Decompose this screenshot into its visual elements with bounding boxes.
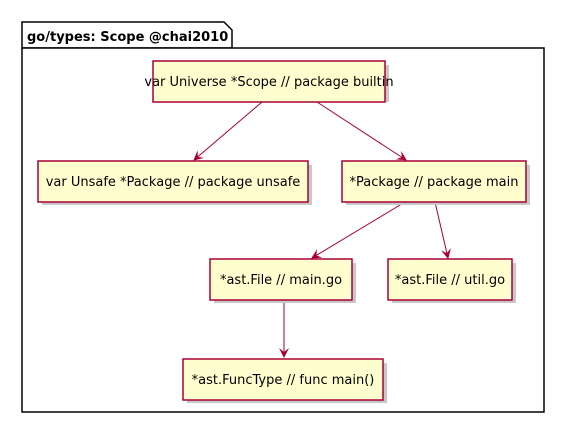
edge-universe-to-main-package [316, 101, 407, 161]
node-unsafe: var Unsafe *Package // package unsafe [37, 160, 312, 205]
package-tab [21, 21, 233, 49]
node-util-go-label: *ast.File // util.go [395, 273, 505, 288]
node-universe-label: var Universe *Scope // package builtin [144, 75, 393, 90]
node-main-go-label: *ast.File // main.go [220, 273, 342, 288]
node-universe: var Universe *Scope // package builtin [144, 60, 394, 103]
node-util-go: *ast.File // util.go [387, 258, 516, 303]
node-func-main: *ast.FuncType // func main() [182, 358, 387, 403]
node-func-main-label: *ast.FuncType // func main() [192, 373, 375, 388]
nodes-layer: var Universe *Scope // package builtin v… [37, 60, 530, 403]
edge-main-package-to-util-go [434, 201, 451, 259]
node-main-package: *Package // package main [341, 160, 530, 205]
node-main-package-label: *Package // package main [350, 175, 519, 190]
package-title: go/types: Scope @chai2010 [27, 30, 228, 45]
node-main-go: *ast.File // main.go [209, 258, 356, 303]
edge-main-package-to-main-go [311, 201, 406, 259]
edge-universe-to-unsafe [193, 101, 263, 161]
edges-layer [193, 101, 451, 358]
node-unsafe-label: var Unsafe *Package // package unsafe [46, 175, 301, 190]
